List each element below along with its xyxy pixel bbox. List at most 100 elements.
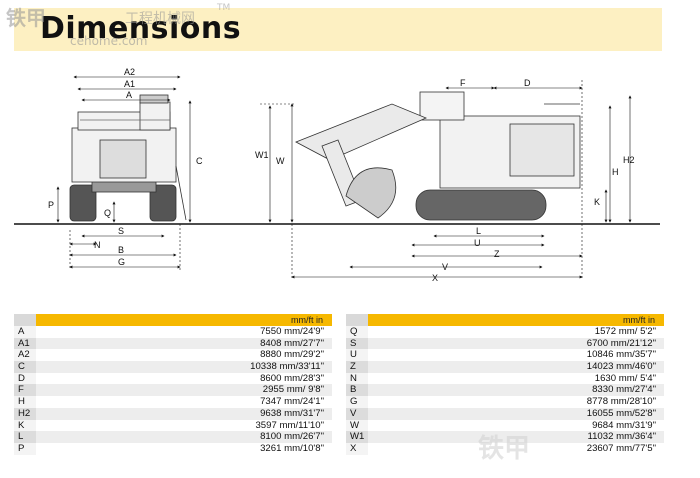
- row-value: 11032 mm/36'4": [587, 431, 656, 443]
- label-Z: Z: [494, 249, 500, 259]
- row-key: F: [14, 384, 36, 397]
- side-view-labels: F D W1 W H2 H K L U Z V X: [255, 78, 635, 283]
- label-Q: Q: [104, 208, 111, 218]
- row-value: 8880 mm/29'2": [260, 349, 324, 361]
- row-key: G: [346, 396, 368, 408]
- row-key: S: [346, 337, 368, 350]
- dimensions-table-right: mm/ft in Q 1572 mm/ 5'2" S 6700 mm/21'12" U 1…: [346, 314, 664, 455]
- unit-header: mm/ft in: [36, 314, 332, 326]
- row-key: V: [346, 407, 368, 420]
- row-value: 3597 mm/11'10": [255, 419, 324, 431]
- row-key: A1: [14, 337, 36, 350]
- label-H2: H2: [623, 155, 635, 165]
- page-title: Dimensions: [40, 11, 242, 46]
- row-key: H: [14, 396, 36, 408]
- label-A1: A1: [124, 79, 135, 89]
- label-P: P: [48, 200, 54, 210]
- row-key: A2: [14, 349, 36, 362]
- table-header: mm/ft in: [346, 314, 664, 326]
- front-view-machine: [69, 94, 187, 222]
- watermark-url: cehome.com: [70, 34, 148, 48]
- row-value: 6700 mm/21'12": [586, 337, 656, 349]
- watermark-trademark: TM: [217, 3, 231, 13]
- watermark-bottom-logo: 铁甲: [478, 434, 531, 464]
- watermark-site: 工程机械网: [125, 11, 195, 27]
- label-G: G: [118, 257, 125, 267]
- side-view-machine: [295, 91, 581, 221]
- table-row: A2 8880 mm/29'2": [14, 349, 332, 362]
- row-value: 23607 mm/77'5": [586, 442, 656, 454]
- row-value: 2955 mm/ 9'8": [262, 384, 324, 396]
- row-key: C: [14, 361, 36, 373]
- label-B: B: [118, 245, 124, 255]
- row-key: N: [346, 372, 368, 385]
- table-row: H2 9638 mm/31'7": [14, 407, 332, 420]
- table-row: V 16055 mm/52'8": [346, 407, 664, 420]
- row-key: L: [14, 431, 36, 443]
- row-value: 8100 mm/26'7": [260, 431, 324, 443]
- table-row: W1 11032 mm/36'4": [346, 431, 664, 443]
- row-key: A: [14, 326, 36, 338]
- table-row: L 8100 mm/26'7": [14, 431, 332, 443]
- row-key: U: [346, 349, 368, 362]
- label-F: F: [460, 78, 466, 88]
- table-row: P 3261 mm/10'8": [14, 442, 332, 455]
- row-value: 7550 mm/24'9": [260, 326, 324, 337]
- row-value: 3261 mm/10'8": [260, 442, 324, 454]
- side-view-dimensions: [260, 80, 632, 280]
- watermark-logo: 铁甲: [6, 6, 46, 30]
- label-W1: W1: [255, 150, 269, 160]
- table-row: A 7550 mm/24'9": [14, 326, 332, 338]
- row-value: 8330 mm/27'4": [592, 384, 656, 396]
- row-key: P: [14, 442, 36, 455]
- row-key: W1: [346, 431, 368, 443]
- unit-header: mm/ft in: [368, 314, 664, 326]
- table-row: Q 1572 mm/ 5'2": [346, 326, 664, 338]
- table-row: U 10846 mm/35'7": [346, 349, 664, 362]
- row-value: 8600 mm/28'3": [260, 372, 324, 384]
- row-key: Z: [346, 361, 368, 373]
- row-value: 8408 mm/27'7": [260, 337, 324, 349]
- label-U: U: [474, 238, 481, 248]
- table-row: S 6700 mm/21'12": [346, 337, 664, 350]
- row-value: 10338 mm/33'11": [250, 361, 324, 373]
- table-row: C 10338 mm/33'11": [14, 361, 332, 373]
- label-D: D: [524, 78, 531, 88]
- front-view-dimensions: [56, 75, 192, 270]
- table-row: Z 14023 mm/46'0": [346, 361, 664, 373]
- table-row: N 1630 mm/ 5'4": [346, 372, 664, 385]
- row-value: 9638 mm/31'7": [260, 407, 324, 419]
- label-N: N: [94, 240, 101, 250]
- row-key: D: [14, 372, 36, 385]
- row-key: H2: [14, 407, 36, 420]
- table-row: K 3597 mm/11'10": [14, 419, 332, 432]
- row-key: X: [346, 442, 368, 455]
- table-row: F 2955 mm/ 9'8": [14, 384, 332, 397]
- label-A2: A2: [124, 67, 135, 77]
- header-bar: [14, 8, 662, 51]
- row-key: W: [346, 419, 368, 432]
- label-C: C: [196, 156, 203, 166]
- row-value: 10846 mm/35'7": [586, 349, 656, 361]
- row-value: 16055 mm/52'8": [586, 407, 656, 419]
- table-row: W 9684 mm/31'9": [346, 419, 664, 432]
- row-value: 9684 mm/31'9": [592, 419, 656, 431]
- row-value: 8778 mm/28'10": [586, 396, 656, 408]
- row-key: K: [14, 419, 36, 432]
- label-W: W: [276, 156, 285, 166]
- label-H: H: [612, 167, 619, 177]
- row-value: 1630 mm/ 5'4": [594, 372, 656, 384]
- table-header: mm/ft in: [14, 314, 332, 326]
- table-row: G 8778 mm/28'10": [346, 396, 664, 408]
- row-value: 1572 mm/ 5'2": [594, 326, 656, 337]
- label-L: L: [476, 226, 481, 236]
- row-value: 14023 mm/46'0": [586, 361, 656, 373]
- table-row: X 23607 mm/77'5": [346, 442, 664, 455]
- front-view-labels: A2 A1 A C P Q S N B G: [48, 67, 203, 267]
- table-row: D 8600 mm/28'3": [14, 372, 332, 385]
- row-key: Q: [346, 326, 368, 338]
- label-K: K: [594, 197, 600, 207]
